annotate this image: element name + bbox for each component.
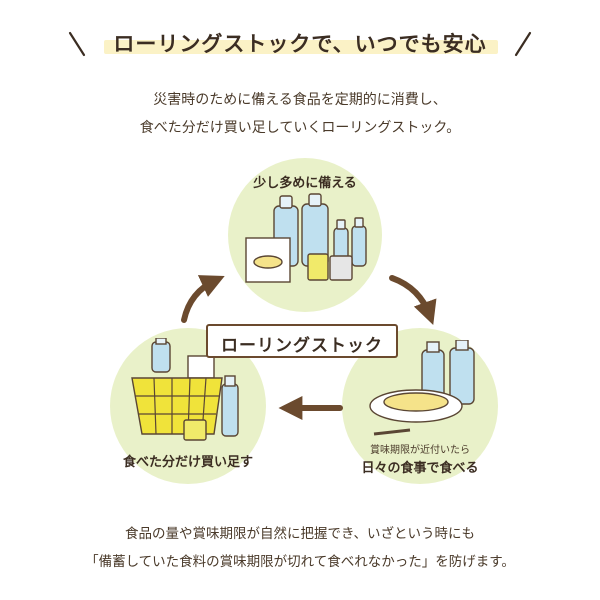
intro-line-1: 災害時のために備える食品を定期的に消費し、: [153, 92, 447, 108]
step-label-restock: 食べた分だけ買い足す: [122, 455, 253, 470]
footer-line-1: 食品の量や賞味期限が自然に把握でき、いざという時にも: [124, 526, 476, 542]
center-badge: [206, 324, 398, 358]
center-badge-label: ローリングストック: [221, 336, 383, 356]
slash-decoration-right: [514, 31, 532, 57]
arrow-top-to-right-icon: [389, 275, 437, 326]
slash-decoration-left: [68, 31, 86, 57]
arrow-left-to-top-icon: [181, 275, 225, 323]
title-highlight: [104, 40, 498, 54]
intro-line-2: 食べた分だけ買い足していくローリングストック。: [139, 120, 461, 136]
footer-text: 食品の量や賞味期限が自然に把握でき、いざという時にも 「備蓄していた食料の賞味期…: [0, 520, 600, 576]
meal-illustration: [369, 340, 475, 436]
step-note-eat: 賞味期限が近付いたら: [370, 445, 470, 456]
step-label-stock: 少し多めに備える: [253, 176, 357, 191]
step-label-eat: 日々の食事で食べる: [361, 461, 479, 476]
page-title: ローリングストックで、いつでも安心: [113, 32, 487, 56]
stockpile-illustration: [245, 193, 367, 283]
intro-text: 災害時のために備える食品を定期的に消費し、 食べた分だけ買い足していくローリング…: [0, 86, 600, 142]
shopping-basket-illustration: [131, 338, 239, 441]
footer-line-2: 「備蓄していた食料の賞味期限が切れて食べれなかった」を防げます。: [85, 554, 515, 570]
